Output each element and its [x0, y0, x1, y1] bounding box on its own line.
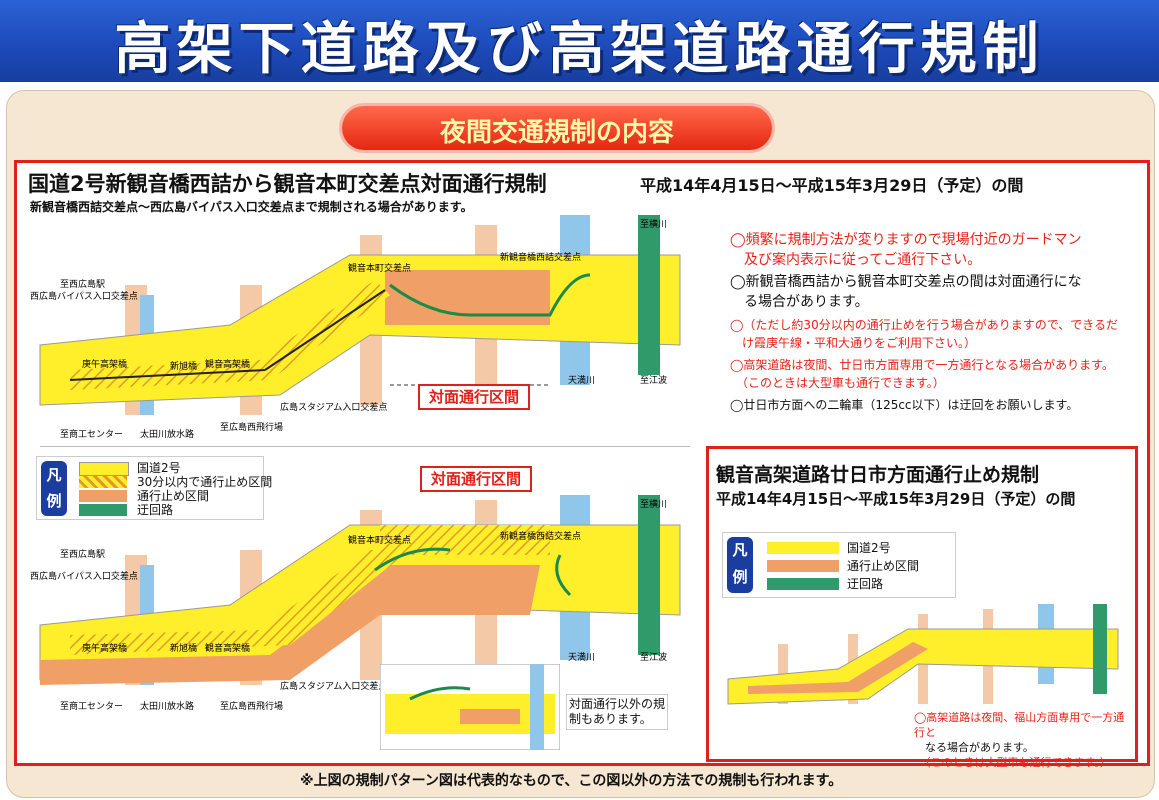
label-bypass-entry: 西広島バイパス入口交差点 — [30, 570, 138, 582]
page-title: 高架下道路及び高架道路通行規制 — [114, 17, 1045, 82]
legend-swatch — [767, 578, 839, 590]
label-yokogawa: 至横川 — [640, 218, 667, 230]
inset-note: 対面通行以外の規制もあります。 — [566, 694, 668, 730]
section1-period: 平成14年4月15日～平成15年3月29日（予定）の間 — [640, 176, 1024, 195]
label-nishihiroshima-station: 至西広島駅 — [60, 278, 105, 290]
section1-notes: ◯頻繁に規制方法が変りますので現場付近のガードマン 及び案内表示に従ってご通行下… — [730, 230, 1130, 414]
divider — [40, 446, 690, 447]
legend-label: 通行止め区間 — [847, 559, 920, 573]
note-line: ◯廿日市方面への二輪車（125cc以下）は迂回をお願いします。 — [730, 398, 1079, 412]
legend-label: 迂回路 — [847, 577, 884, 591]
label-kannon-viaduct: 観音高架橋 — [205, 358, 250, 370]
note-line: なる場合があります。 — [914, 741, 1034, 754]
label-industrial-center: 至商工センター — [60, 428, 123, 440]
label-shin-kannon-nishizume: 新観音橋西詰交差点 — [500, 251, 581, 263]
section-pill-text: 夜間交通規制の内容 — [439, 118, 674, 148]
note-line: （このときは大型車も通行できます。） — [914, 756, 1111, 769]
label-bypass-entry: 西広島バイパス入口交差点 — [30, 290, 138, 302]
legend-badge: 凡例 — [727, 537, 753, 593]
legend-label: 国道2号 — [847, 541, 891, 555]
note-line: ◯高架道路は夜間、福山方面専用で一方通行と — [914, 711, 1125, 739]
label-west-airport: 至広島西飛行場 — [220, 421, 283, 433]
label-west-airport: 至広島西飛行場 — [220, 700, 283, 710]
note-line: ◯頻繁に規制方法が変りますので現場付近のガードマン — [730, 232, 1082, 248]
legend-swatch — [79, 476, 127, 488]
regulation-box-kannon — [706, 446, 1138, 762]
legend-item: 国道2号 — [767, 541, 947, 555]
note-line: （このときは大型車も通行できます。） — [730, 376, 945, 390]
legend-swatch — [79, 490, 127, 502]
legend-item: 迂回路 — [79, 503, 259, 517]
map-kannon — [727, 604, 1119, 705]
note-line: 及び案内表示に従ってご通行下さい。 — [730, 252, 982, 268]
legend-item: 通行止め区間 — [767, 559, 947, 573]
map-top: 至西広島駅 西広島バイパス入口交差点 観音本町交差点 新観音橋西詰交差点 至横川… — [30, 215, 681, 440]
face-to-face-section-label-bottom: 対面通行区間 — [420, 466, 532, 492]
label-kannon-honmachi: 観音本町交差点 — [348, 262, 411, 274]
legend-badge: 凡例 — [41, 461, 67, 516]
label-stadium-entry: 広島スタジアム入口交差点 — [280, 680, 387, 692]
label-yokogawa: 至横川 — [640, 498, 667, 510]
label-ota-river: 太田川放水路 — [140, 700, 194, 710]
label-temma-river: 天満川 — [568, 375, 595, 386]
legend-swatch — [79, 504, 127, 516]
legend-top: 凡例 国道2号 30分以内で通行止め区間 通行止め区間 迂回路 — [36, 456, 272, 520]
label-kannon-honmachi: 観音本町交差点 — [348, 534, 411, 546]
legend-swatch — [767, 542, 839, 554]
label-koshi-viaduct: 庚午高架橋 — [82, 358, 127, 370]
label-stadium-entry: 広島スタジアム入口交差点 — [280, 401, 387, 413]
note-line: ◯高架道路は夜間、廿日市方面専用で一方通行となる場合があります。 — [730, 358, 1114, 372]
label-shin-asahi-bridge: 新旭橋 — [170, 642, 197, 654]
section1-title: 国道2号新観音橋西詰から観音本町交差点対面通行規制 — [28, 172, 547, 196]
section3-title: 観音高架道路廿日市方面通行止め規制 — [716, 464, 1040, 486]
legend-label: 通行止め区間 — [137, 489, 210, 503]
legend-swatch — [79, 462, 129, 476]
label-shin-asahi-bridge: 新旭橋 — [170, 360, 197, 372]
legend-kannon: 凡例 国道2号 通行止め区間 迂回路 — [722, 532, 956, 598]
inset-map — [380, 664, 560, 750]
legend-label: 30分以内で通行止め区間 — [137, 475, 273, 489]
note-line: ◯新観音橋西詰から観音本町交差点の間は対面通行にな — [730, 274, 1082, 290]
note-line: ◯（ただし約30分以内の通行止めを行う場合がありますので、できるだ — [730, 318, 1118, 332]
legend-swatch — [767, 560, 839, 572]
legend-label: 迂回路 — [137, 503, 174, 517]
title-banner — [0, 0, 1159, 82]
legend-label: 国道2号 — [137, 461, 181, 475]
map-bottom: 至西広島駅 西広島バイパス入口交差点 観音本町交差点 新観音橋西詰交差点 至横川… — [30, 495, 681, 710]
label-temma-river: 天満川 — [568, 652, 595, 663]
label-koshi-viaduct: 庚午高架橋 — [82, 642, 127, 654]
footer-note: ※上図の規制パターン図は代表的なもので、この図以外の方法での規制も行われます。 — [300, 773, 843, 789]
section3-notes: ◯高架道路は夜間、福山方面専用で一方通行と なる場合があります。 （このときは大… — [914, 710, 1128, 770]
legend-item: 30分以内で通行止め区間 — [79, 475, 272, 489]
section-pill — [342, 106, 772, 150]
label-industrial-center: 至商工センター — [60, 700, 123, 710]
legend-item: 国道2号 — [79, 461, 259, 476]
face-to-face-section-label-top: 対面通行区間 — [418, 384, 530, 410]
label-shin-kannon-nishizume: 新観音橋西詰交差点 — [500, 530, 581, 542]
label-nishihiroshima-station: 至西広島駅 — [60, 548, 105, 560]
legend-item: 迂回路 — [767, 577, 947, 591]
legend-item: 通行止め区間 — [79, 489, 259, 503]
note-line: け霞庚午線・平和大通りをご利用下さい。） — [730, 336, 977, 350]
label-ota-river: 太田川放水路 — [140, 428, 194, 440]
label-kannon-viaduct: 観音高架橋 — [205, 642, 250, 654]
label-eba: 至江波 — [640, 374, 667, 386]
section1-subtitle: 新観音橋西詰交差点～西広島バイパス入口交差点まで規制される場合があります。 — [30, 200, 473, 214]
label-eba: 至江波 — [640, 651, 667, 663]
section3-period: 平成14年4月15日～平成15年3月29日（予定）の間 — [716, 490, 1076, 508]
note-line: る場合があります。 — [730, 294, 869, 310]
